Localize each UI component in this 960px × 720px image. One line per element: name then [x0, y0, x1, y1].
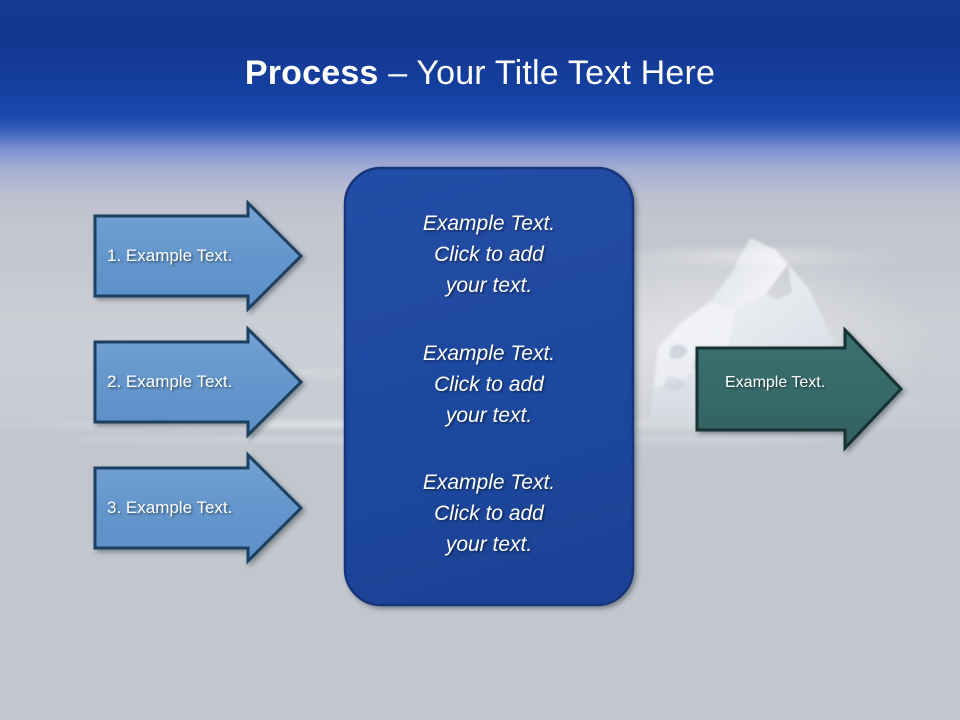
- cloud-wisp: [620, 248, 920, 264]
- slide-title: Process – Your Title Text Here: [0, 52, 960, 94]
- slide-title-rest: – Your Title Text Here: [378, 54, 716, 92]
- center-box-paragraph-3: Example Text. Click to add your text.: [422, 471, 556, 556]
- left-arrow-3[interactable]: [93, 451, 304, 565]
- center-process-box[interactable]: [343, 166, 635, 607]
- slide-title-bold: Process: [244, 54, 379, 92]
- center-box-paragraph-2: Example Text. Click to add your text.: [422, 342, 556, 427]
- left-arrow-1[interactable]: [93, 199, 304, 313]
- water-streak: [120, 370, 520, 376]
- center-box-paragraph-1: Example Text. Click to add your text.: [422, 212, 556, 297]
- left-arrow-2[interactable]: [93, 325, 304, 439]
- right-arrow[interactable]: [695, 326, 904, 452]
